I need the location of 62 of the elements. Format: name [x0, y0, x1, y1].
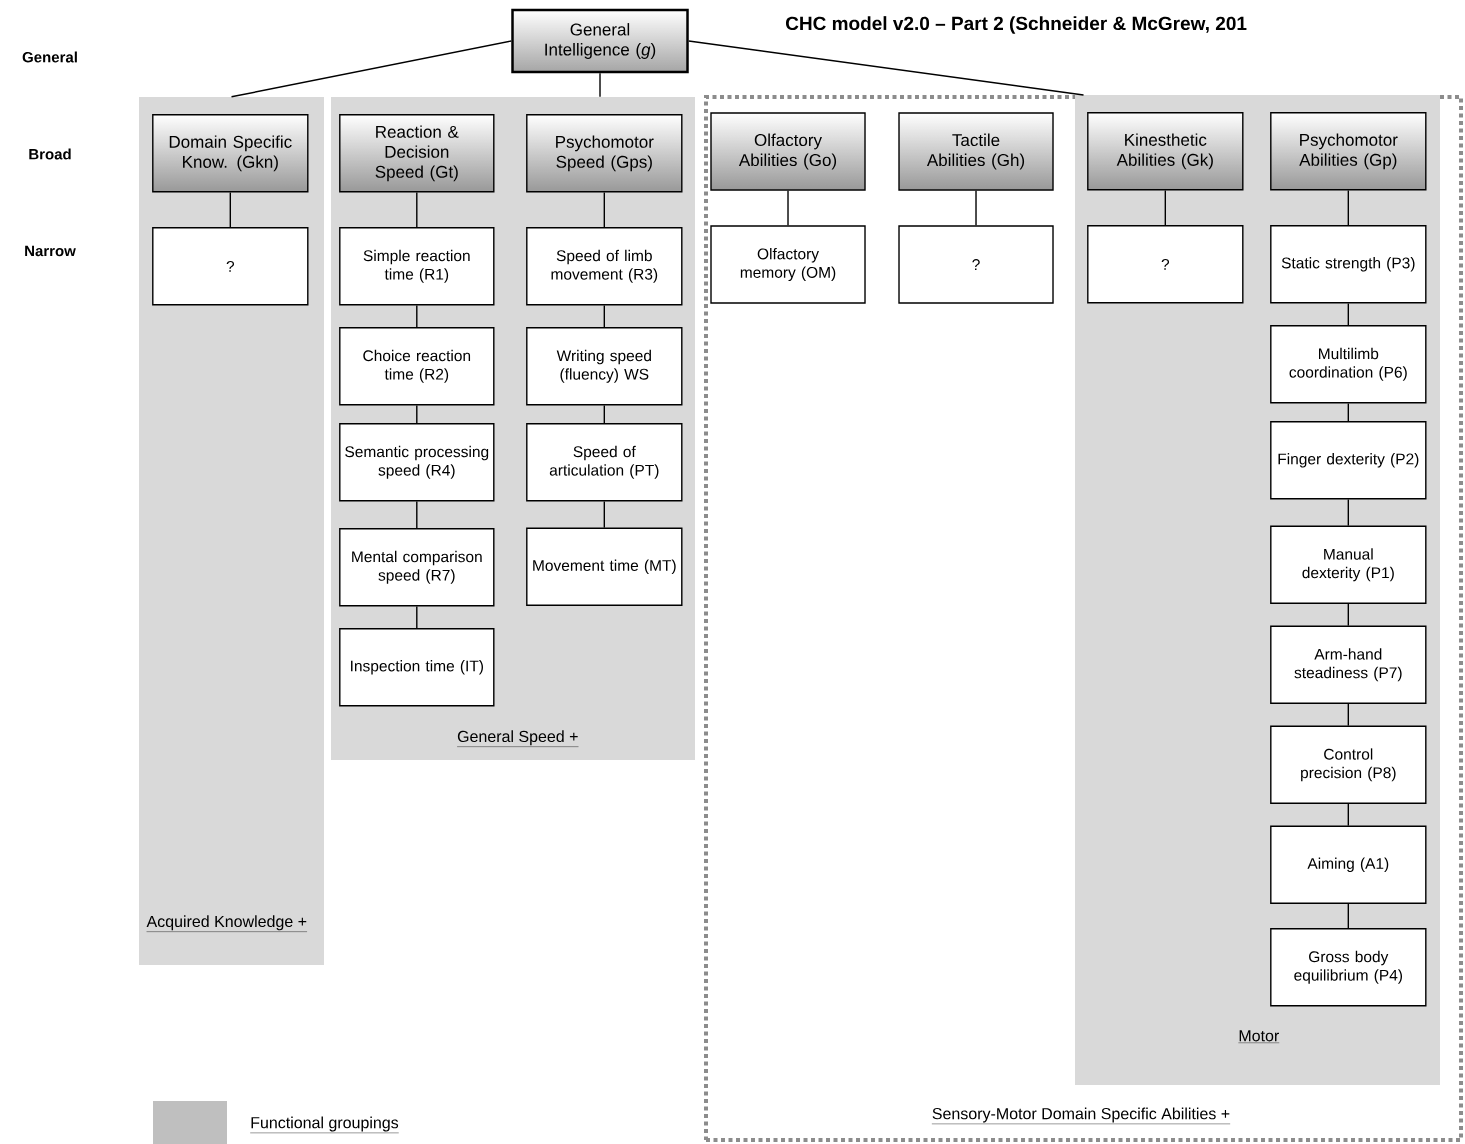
- legend-label: Functional groupings: [250, 1116, 399, 1134]
- narrow-ability-box: Writing speed (fluency) WS: [526, 327, 683, 406]
- narrow-ability-box: Control precision (P8): [1270, 725, 1427, 804]
- connector-line: [603, 500, 605, 529]
- broad-ability-box: Olfactory Abilities (Go): [710, 112, 866, 191]
- narrow-ability-box: Mental comparison speed (R7): [339, 528, 495, 607]
- connector-line: [416, 404, 418, 424]
- connector-line: [603, 404, 605, 424]
- connector-line: [416, 500, 418, 529]
- narrow-ability-box: Olfactory memory (OM): [710, 225, 866, 304]
- broad-ability-box: Kinesthetic Abilities (Gk): [1087, 112, 1244, 191]
- title: CHC model v2.0 – Part 2 (Schneider & McGrew, 201: [786, 16, 1247, 34]
- narrow-ability-box: Gross body equilibrium (P4): [1270, 928, 1427, 1007]
- narrow-ability-box: Finger dexterity (P2): [1270, 421, 1427, 500]
- narrow-ability-box: ?: [1087, 225, 1244, 304]
- connector-line: [416, 191, 418, 228]
- narrow-ability-box: Speed of limb movement (R3): [526, 227, 683, 306]
- broad-ability-box: Domain Specific Know. (Gkn): [152, 114, 309, 193]
- connector-line: [787, 190, 789, 226]
- narrow-ability-box: ?: [898, 225, 1054, 304]
- connector-line: [688, 40, 1085, 96]
- general-box: General Intelligence (g): [511, 8, 689, 74]
- connector-line: [1347, 402, 1349, 422]
- narrow-ability-box: Manual dexterity (P1): [1270, 525, 1427, 604]
- connector-line: [599, 72, 601, 98]
- connector-line: [1347, 189, 1349, 226]
- group-label: Motor: [1238, 1030, 1280, 1043]
- broad-ability-box: Reaction & Decision Speed (Gt): [339, 114, 495, 193]
- group-label: Acquired Knowledge +: [146, 915, 308, 932]
- connector-line: [1347, 302, 1349, 326]
- group-label: General Speed +: [456, 730, 579, 747]
- connector-line: [975, 190, 977, 226]
- narrow-ability-box: Speed of articulation (PT): [526, 423, 683, 502]
- narrow-ability-box: Semantic processing speed (R4): [339, 423, 495, 502]
- connector-line: [230, 40, 512, 98]
- connector-line: [603, 191, 605, 228]
- level-label: Narrow: [25, 245, 76, 257]
- narrow-ability-box: Aiming (A1): [1270, 825, 1427, 904]
- broad-ability-box: Psychomotor Abilities (Gp): [1270, 112, 1427, 191]
- broad-ability-box: Tactile Abilities (Gh): [898, 112, 1054, 191]
- narrow-ability-box: Arm-hand steadiness (P7): [1270, 625, 1427, 704]
- narrow-ability-box: Static strength (P3): [1270, 225, 1427, 304]
- narrow-ability-box: ?: [152, 227, 309, 306]
- level-label: Broad: [29, 148, 71, 160]
- connector-line: [1347, 603, 1349, 627]
- narrow-ability-box: Multilimb coordination (P6): [1270, 325, 1427, 404]
- connector-line: [1347, 703, 1349, 727]
- group-label: Sensory-Motor Domain Specific Abilities +: [931, 1107, 1231, 1125]
- narrow-ability-box: Movement time (MT): [526, 527, 683, 606]
- connector-line: [1164, 189, 1166, 226]
- broad-ability-box: Psychomotor Speed (Gps): [526, 114, 683, 193]
- narrow-ability-box: Simple reaction time (R1): [339, 227, 495, 306]
- narrow-ability-box: Inspection time (IT): [339, 628, 495, 707]
- connector-line: [1347, 903, 1349, 929]
- connector-line: [416, 605, 418, 629]
- connector-line: [1347, 803, 1349, 827]
- connector-line: [229, 191, 231, 228]
- connector-line: [1347, 498, 1349, 527]
- connector-line: [416, 304, 418, 328]
- connector-line: [603, 304, 605, 328]
- narrow-ability-box: Choice reaction time (R2): [339, 327, 495, 406]
- level-label: General: [22, 51, 77, 63]
